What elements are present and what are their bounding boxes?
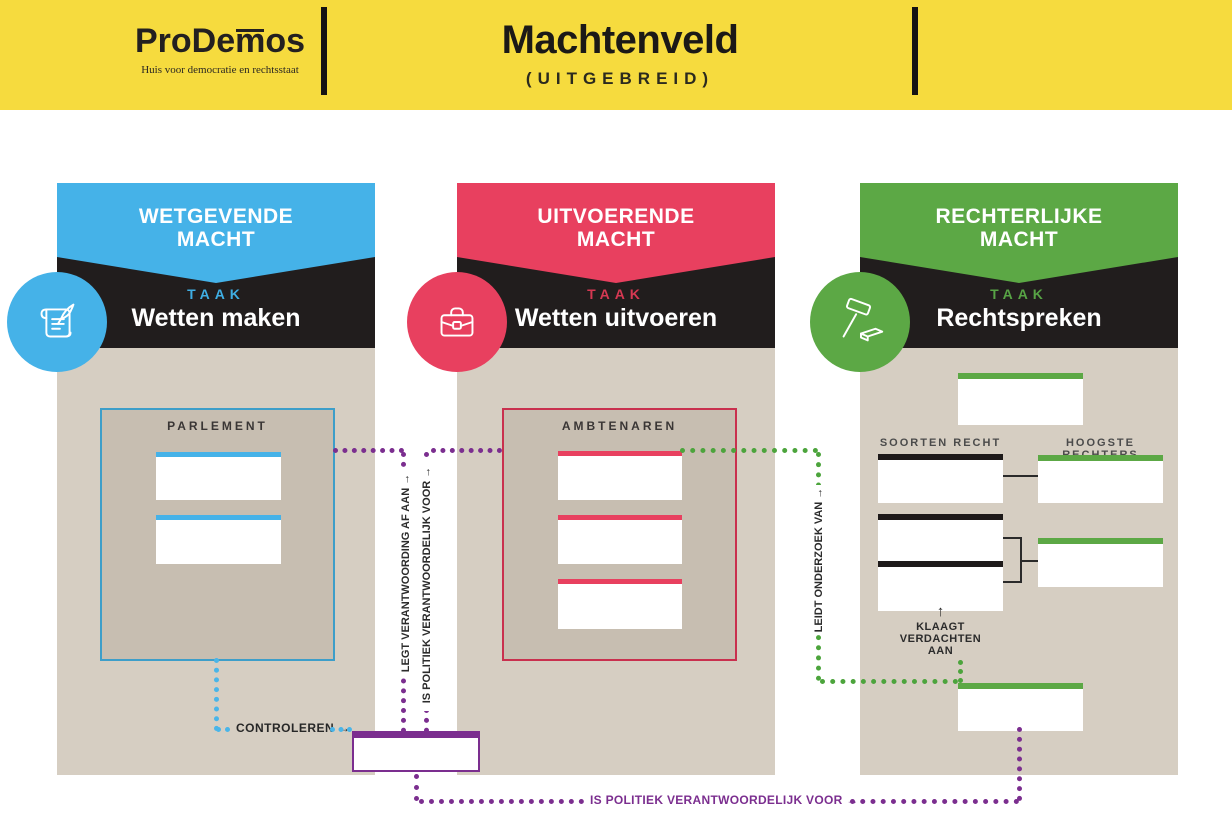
bracket-bottom — [1003, 581, 1020, 583]
taak-value: Rechtspreken — [936, 304, 1102, 332]
soorten-recht-slot-1 — [878, 454, 1003, 503]
ambtenaren-slot-3 — [558, 579, 682, 629]
green-line-klaagt — [958, 660, 963, 683]
purple-line-to-om — [1017, 727, 1022, 801]
parlement-slot-2 — [156, 515, 281, 564]
ambtenaren-slot-2 — [558, 515, 682, 564]
purple-line-ambtenaren — [431, 448, 502, 453]
connector-line-1 — [1003, 475, 1038, 477]
gavel-icon — [842, 297, 884, 342]
taak-label: TAAK — [990, 286, 1048, 302]
politiek-verantwoordelijk-bottom-label: IS POLITIEK VERANTWOORDELIJK VOOR → — [590, 793, 859, 807]
briefcase-icon — [440, 307, 474, 337]
judicial-circle — [810, 272, 910, 372]
taak-label: TAAK — [587, 286, 645, 302]
logo-text-pre: ProDe — [134, 22, 236, 60]
controleren-label: CONTROLEREN → — [236, 721, 351, 735]
blue-line-controleren-right — [330, 727, 352, 732]
column-uitvoerende-macht: UITVOERENDE MACHT TAAK Wetten uitvoeren … — [407, 183, 775, 775]
poster-title: Machtenveld — [501, 18, 739, 62]
column-title: RECHTERLIJKE MACHT — [935, 205, 1103, 251]
taak-label: TAAK — [187, 286, 245, 302]
purple-bottom-line-left — [419, 799, 584, 804]
bracket-top — [1003, 537, 1020, 539]
divider-bar-right — [912, 7, 918, 95]
column-rechterlijke-macht: RECHTERLIJKE MACHT TAAK Rechtspreken SOO… — [810, 183, 1178, 775]
executive-circle — [407, 272, 507, 372]
parlement-group-box: PARLEMENT — [100, 408, 335, 661]
legislative-circle — [7, 272, 107, 372]
blue-line-controleren-left — [216, 727, 230, 732]
soorten-recht-label: SOORTEN RECHT — [879, 437, 1002, 449]
openbaar-ministerie-slot — [958, 683, 1083, 731]
scroll-quill-icon — [40, 303, 75, 338]
parlement-slot-1 — [156, 452, 281, 500]
ambtenaren-group-box: AMBTENAREN — [502, 408, 737, 661]
blue-line-from-parlement — [214, 658, 219, 731]
politiek-verantwoordelijk-vertical-label: IS POLITIEK VERANTWOORDELIJK VOOR → — [419, 459, 435, 711]
green-line-from-ambtenaren — [680, 448, 818, 453]
regering-slot — [352, 731, 480, 772]
logo-columns-m: m — [235, 22, 266, 60]
judicial-top-slot — [958, 373, 1083, 425]
poster-subtitle: (UITGEBREID) — [525, 69, 715, 88]
poster-title-block: Machtenveld (UITGEBREID) — [420, 18, 820, 89]
taak-value: Wetten maken — [131, 304, 301, 332]
column-title: UITVOERENDE MACHT — [537, 205, 695, 251]
taak-value: Wetten uitvoeren — [514, 304, 718, 332]
ambtenaren-slot-1 — [558, 451, 682, 500]
bracket-middle — [1020, 560, 1038, 562]
leidt-onderzoek-label: LEIDT ONDERZOEK VAN → — [811, 485, 827, 635]
hoogste-rechters-slot-1 — [1038, 455, 1163, 503]
hoogste-rechters-slot-2 — [1038, 538, 1163, 587]
divider-bar-left — [321, 7, 327, 95]
green-line-to-om — [820, 679, 958, 684]
purple-line-parlement — [333, 448, 404, 453]
column-wetgevende-macht: WETGEVENDE MACHT TAAK Wetten maken PARLE — [7, 183, 375, 775]
klaagt-verdachten-aan-label: KLAAGT VERDACHTEN AAN — [899, 621, 982, 657]
logo-tagline: Huis voor democratie en rechtsstaat — [141, 64, 299, 76]
klaagt-up-arrow: ↑ — [936, 603, 945, 620]
purple-bottom-line-right — [850, 799, 1019, 804]
soorten-recht-slot-2 — [878, 514, 1003, 563]
logo-architrave-bar — [236, 29, 265, 32]
logo-text-post: os — [265, 22, 306, 60]
purple-line-below-regering — [414, 774, 419, 801]
parlement-label: PARLEMENT — [167, 419, 268, 433]
ambtenaren-label: AMBTENAREN — [561, 419, 678, 433]
column-title: WETGEVENDE MACHT — [138, 205, 294, 251]
soorten-recht-slot-3 — [878, 561, 1003, 611]
legt-verantwoording-label: LEGT VERANTWOORDING AF AAN → — [398, 468, 414, 678]
